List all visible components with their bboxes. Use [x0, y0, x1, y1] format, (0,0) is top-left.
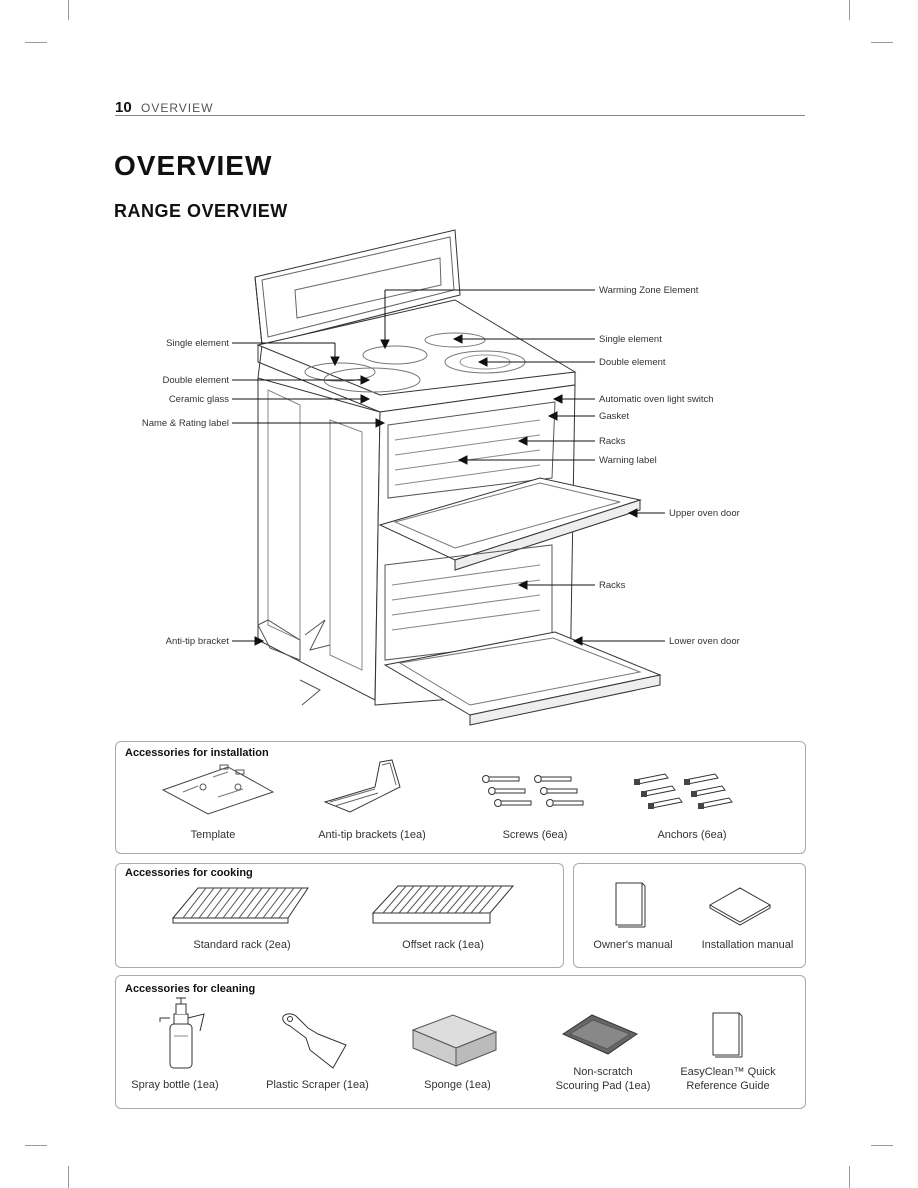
- screws-icon: [482, 775, 584, 807]
- anchors-caption: Anchors (6ea): [657, 829, 727, 841]
- plastic-scraper-icon: [282, 1013, 347, 1069]
- scouring-pad-caption-line1: Non-scratch: [573, 1066, 633, 1078]
- plastic-scraper-caption: Plastic Scraper (1ea): [266, 1079, 369, 1091]
- label-name-rating: Name & Rating label: [142, 418, 229, 429]
- crop-mark: [68, 0, 69, 20]
- label-warning-label: Warning label: [599, 455, 657, 466]
- label-upper-oven-door: Upper oven door: [669, 508, 740, 519]
- crop-mark: [849, 1166, 850, 1188]
- label-racks-upper: Racks: [599, 436, 626, 447]
- quick-reference-guide-icon: [712, 1012, 743, 1058]
- crop-mark: [68, 1166, 69, 1188]
- owners-manual-caption: Owner's manual: [593, 939, 673, 951]
- cooking-accessories-title: Accessories for cooking: [125, 867, 253, 879]
- installation-accessories-title: Accessories for installation: [125, 747, 269, 759]
- crop-mark: [849, 0, 850, 20]
- cleaning-accessories-title: Accessories for cleaning: [125, 983, 256, 995]
- crop-mark: [25, 1145, 47, 1146]
- sponge-icon: [411, 1014, 498, 1067]
- template-icon: [161, 764, 275, 815]
- label-anti-tip-bracket: Anti-tip bracket: [166, 636, 230, 647]
- label-single-element-right: Single element: [599, 334, 662, 345]
- label-double-element-left: Double element: [162, 375, 229, 386]
- label-racks-lower: Racks: [599, 580, 626, 591]
- label-gasket: Gasket: [599, 411, 629, 422]
- standard-rack-icon: [171, 887, 309, 924]
- scouring-pad-caption: Non-scratch Scouring Pad (1ea): [548, 1065, 658, 1093]
- installation-manual-icon: [708, 887, 772, 926]
- spray-bottle-caption: Spray bottle (1ea): [131, 1079, 219, 1091]
- quick-reference-guide-caption-line1: EasyClean™ Quick: [680, 1066, 776, 1078]
- label-ceramic-glass: Ceramic glass: [169, 394, 229, 405]
- manuals-box: [573, 863, 806, 968]
- sponge-caption: Sponge (1ea): [424, 1079, 491, 1091]
- template-caption: Template: [190, 829, 236, 841]
- owners-manual-icon: [615, 882, 646, 928]
- spray-bottle-icon: [159, 997, 205, 1069]
- crop-mark: [871, 42, 893, 43]
- header-rule: [115, 115, 805, 116]
- standard-rack-caption: Standard rack (2ea): [193, 939, 291, 951]
- screws-caption: Screws (6ea): [502, 829, 568, 841]
- label-single-element-left: Single element: [166, 338, 229, 349]
- running-header: OVERVIEW: [141, 101, 214, 115]
- label-double-element-right: Double element: [599, 357, 666, 368]
- page-number: 10: [115, 99, 132, 116]
- label-auto-light-switch: Automatic oven light switch: [599, 394, 714, 405]
- scouring-pad-caption-line2: Scouring Pad (1ea): [555, 1080, 651, 1092]
- anchors-icon: [634, 773, 733, 809]
- crop-mark: [871, 1145, 893, 1146]
- anti-tip-brackets-caption: Anti-tip brackets (1ea): [318, 829, 426, 841]
- offset-rack-icon: [371, 885, 515, 924]
- anti-tip-bracket-icon: [323, 759, 401, 813]
- quick-reference-guide-caption: EasyClean™ Quick Reference Guide: [672, 1065, 784, 1093]
- label-warming-zone-element: Warming Zone Element: [599, 285, 699, 296]
- label-lower-oven-door: Lower oven door: [669, 636, 740, 647]
- installation-manual-caption: Installation manual: [701, 939, 794, 951]
- section-title: RANGE OVERVIEW: [114, 201, 288, 221]
- quick-reference-guide-caption-line2: Reference Guide: [686, 1080, 770, 1092]
- offset-rack-caption: Offset rack (1ea): [402, 939, 484, 951]
- scouring-pad-icon: [561, 1014, 639, 1055]
- crop-mark: [25, 42, 47, 43]
- page-title: OVERVIEW: [114, 150, 273, 181]
- range-diagram: Warming Zone Element Single element Doub…: [142, 229, 740, 726]
- installation-accessories-box: [115, 741, 806, 854]
